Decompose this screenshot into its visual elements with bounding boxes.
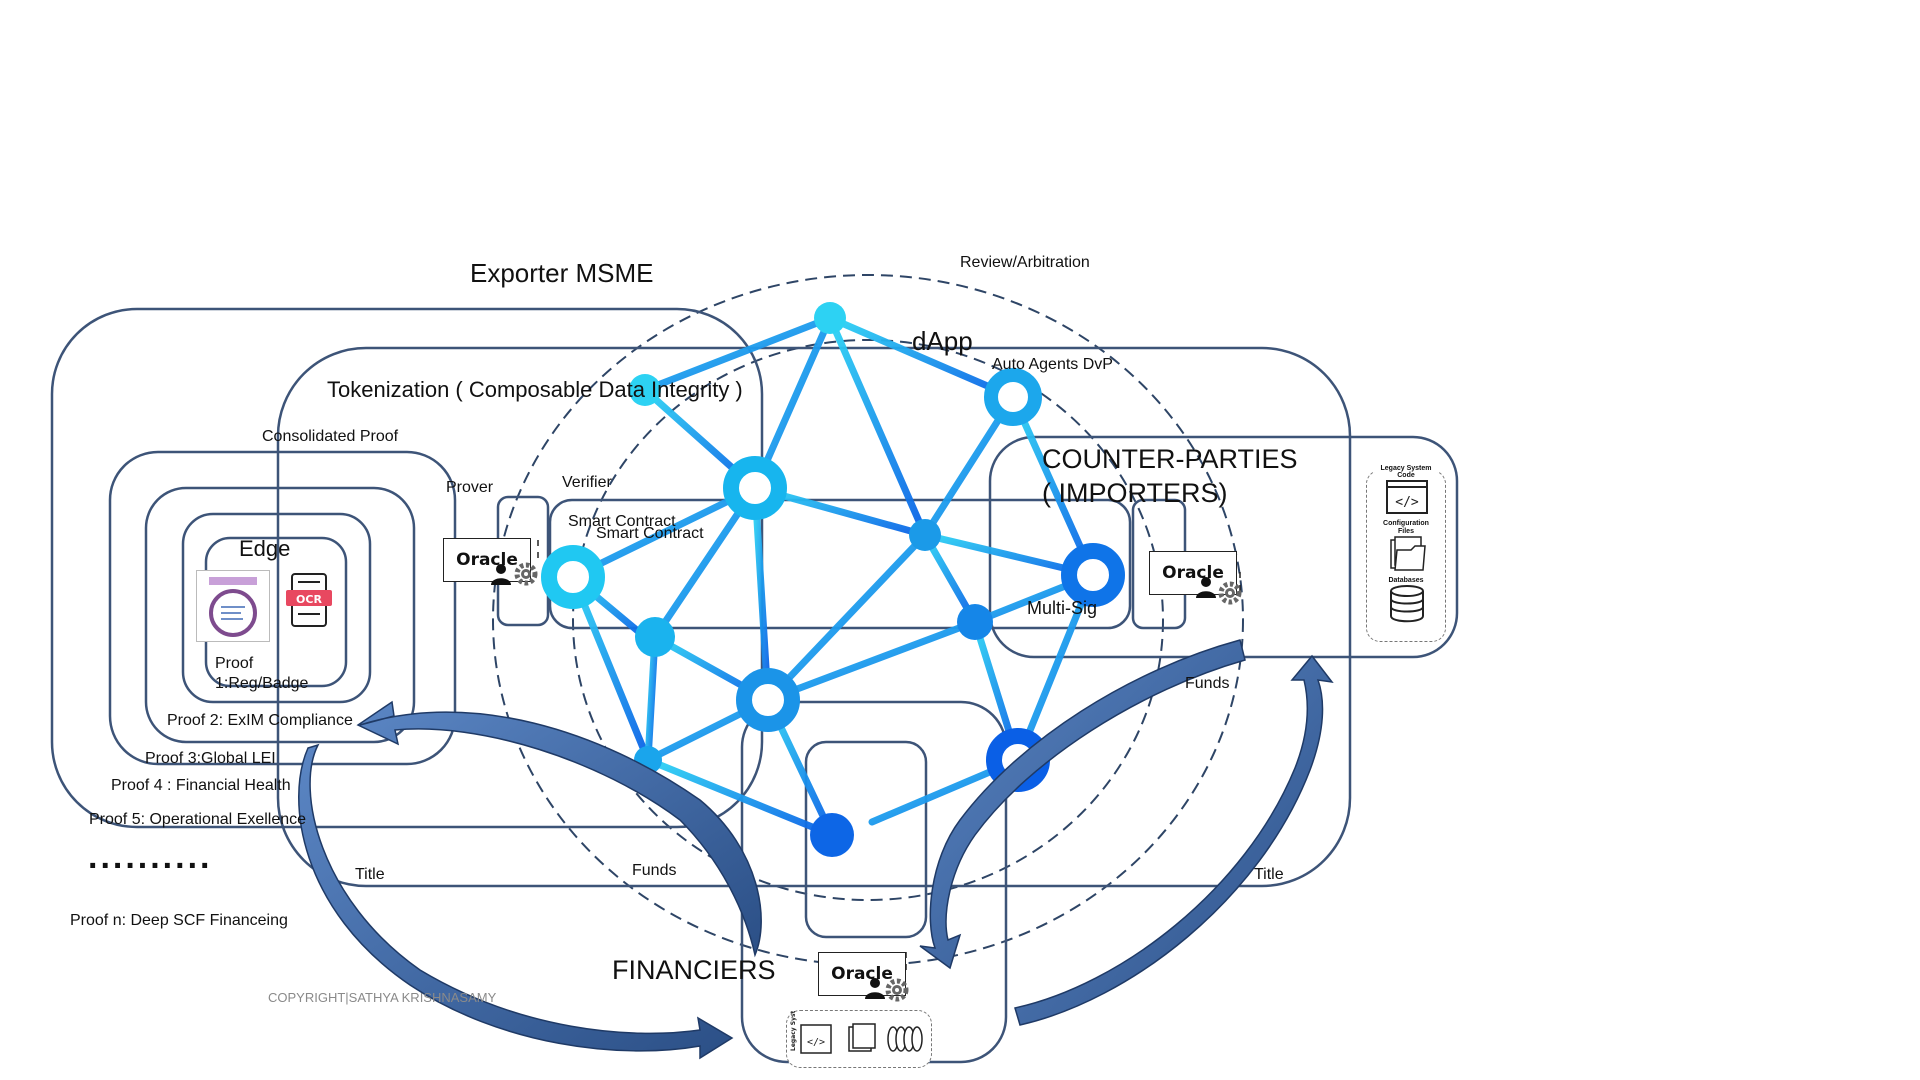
copyright-label: COPYRIGHT|SATHYA KRISHNASAMY [268, 990, 497, 1005]
title-right-label: Title [1254, 866, 1284, 883]
proof4-label: Proof 4 : Financial Health [111, 777, 291, 794]
arrow-financiers-to-counterparty [1014, 654, 1334, 1026]
svg-text:OCR: OCR [296, 593, 322, 606]
legacy-code-label: Code [1397, 472, 1415, 479]
svg-text:Legacy System: Legacy System [790, 1011, 797, 1051]
gear-icon [514, 562, 538, 586]
consolidated-box-1 [108, 450, 457, 766]
legacy-db-label: Databases [1388, 577, 1424, 584]
legacy-system-right: Legacy System Code </> Configuration Fil… [1366, 465, 1446, 642]
database-icon [1390, 585, 1424, 623]
counterparties-label-2: ( IMPORTERS) [1042, 478, 1228, 508]
financiers-inner-slot [804, 740, 928, 939]
node [957, 604, 993, 640]
node [635, 617, 675, 657]
legacy-system-bottom: Legacy System </> [786, 1010, 932, 1068]
smart-contract-label-1: Smart Contract [568, 513, 676, 530]
auto-agents-label: Auto Agents DvP [992, 356, 1113, 373]
dapp-label: dApp [912, 326, 973, 356]
node [810, 813, 854, 857]
svg-text:</>: </> [807, 1037, 825, 1048]
tick-marks [537, 540, 1241, 970]
oracle-person-icon [1196, 577, 1216, 598]
node [814, 302, 846, 334]
node [541, 545, 605, 609]
financiers-frame [740, 700, 1008, 1064]
funds-mid-label: Funds [632, 862, 677, 879]
legacy-config-label: Configuration Files [1383, 520, 1429, 535]
node [1061, 543, 1125, 607]
multisig-label: Multi-Sig [1027, 598, 1098, 618]
proof3-label: Proof 3:Global LEI [145, 750, 276, 767]
consolidated-box-3 [181, 512, 372, 704]
prover-label: Prover [446, 479, 494, 496]
funds-right-label: Funds [1185, 675, 1230, 692]
consolidated-label: Consolidated Proof [262, 428, 399, 445]
tokenization-label: Tokenization ( Composable Data Integrity… [327, 377, 743, 402]
oracle-left: Oracle [443, 538, 531, 582]
node [629, 374, 661, 406]
node [723, 456, 787, 520]
consolidated-box-2 [144, 486, 416, 744]
code-icon: </> [1386, 480, 1428, 514]
proof2-label: Proof 2: ExIM Compliance [167, 712, 353, 729]
oracle-person-icon [491, 564, 511, 585]
metadata-icon [196, 570, 270, 642]
gear-icon [885, 978, 909, 1002]
arrow-counterparty-to-financiers [919, 639, 1246, 970]
arrow-to-proof2 [356, 700, 762, 958]
proof1-label-b: 1:Reg/Badge [215, 675, 309, 692]
oracle-person-icon [865, 978, 885, 999]
tokenization-frame [276, 346, 1352, 888]
flow-arrows [298, 639, 1334, 1060]
node [909, 519, 941, 551]
edge-label: Edge [239, 536, 291, 561]
node [736, 668, 800, 732]
node [984, 368, 1042, 426]
title-left-label: Title [355, 866, 385, 883]
review-label: Review/Arbitration [960, 254, 1090, 271]
exporter-label: Exporter MSME [470, 258, 654, 288]
legacy-title: Legacy System [1367, 465, 1445, 472]
arrow-to-financiers [298, 743, 734, 1060]
code-icon: Legacy System </> [790, 1011, 923, 1054]
files-icon [1390, 536, 1426, 571]
gear-icon [1218, 581, 1242, 605]
ocr-icon: OCR [284, 570, 334, 630]
outer-dashed-circle [492, 274, 1244, 966]
ellipsis-label: .......... [88, 838, 213, 876]
proof5-label: Proof 5: Operational Exellence [89, 811, 307, 828]
counterparties-label-1: COUNTER-PARTIES [1042, 444, 1298, 474]
verifier-label: Verifier [562, 474, 612, 491]
financiers-label: FINANCIERS [612, 955, 776, 985]
proof1-label-a: Proof [215, 655, 254, 672]
svg-text:</>: </> [1395, 495, 1419, 510]
inner-dashed-circle [572, 339, 1164, 901]
proofn-label: Proof n: Deep SCF Financeing [70, 912, 288, 929]
smart-contract-label-2: Smart Contract [596, 525, 704, 542]
